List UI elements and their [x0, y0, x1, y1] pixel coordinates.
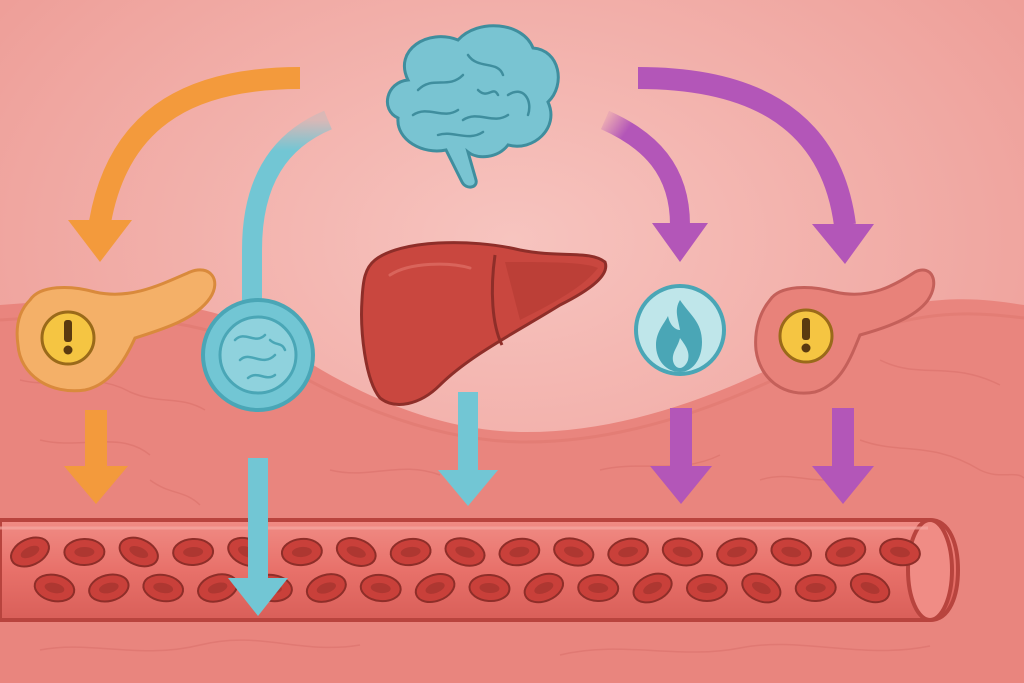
arrow-cyan-long-down: [228, 458, 288, 616]
red-blood-cell: [88, 573, 130, 603]
arrow-orange-down: [64, 410, 128, 504]
red-blood-cell: [685, 574, 728, 602]
red-blood-cell: [142, 573, 185, 603]
red-blood-cell: [741, 572, 782, 604]
red-blood-cell: [716, 537, 758, 567]
red-blood-cell: [414, 572, 456, 604]
arrow-purple-large-curve: [637, 67, 874, 264]
arrow-purple-fire-down: [650, 408, 712, 504]
pancreas-right: [754, 268, 936, 395]
exclamation-icon: [778, 308, 834, 364]
red-blood-cell: [849, 572, 891, 604]
arrow-orange-curve: [68, 67, 301, 262]
arrow-purple-small-curve: [600, 110, 708, 262]
red-blood-cell: [33, 573, 76, 603]
red-blood-cell: [770, 537, 813, 567]
red-blood-cell: [63, 537, 106, 567]
red-blood-cell: [359, 573, 402, 603]
red-blood-cell: [498, 537, 541, 567]
liver-icon: [360, 241, 608, 406]
arrow-purple-pancreas-down: [812, 408, 874, 504]
red-blood-cell: [825, 537, 867, 567]
pancreas-left: [15, 268, 217, 393]
red-blood-cell: [280, 537, 323, 567]
red-blood-cell: [197, 573, 239, 603]
red-blood-cell: [389, 537, 432, 567]
red-blood-cell: [10, 536, 50, 568]
red-blood-cell: [794, 573, 837, 603]
red-blood-cell: [305, 573, 347, 603]
red-blood-cell: [553, 537, 595, 567]
brain-icon: [386, 24, 560, 189]
exclamation-icon: [40, 310, 96, 366]
red-blood-cell: [523, 572, 565, 604]
arrow-cyan-liver-down: [438, 392, 498, 506]
fire-icon: [634, 284, 726, 376]
red-blood-cell: [661, 537, 704, 567]
arrow-cyan-curve: [242, 110, 333, 325]
red-blood-cell: [172, 537, 215, 567]
red-blood-cell: [577, 573, 620, 603]
red-blood-cell: [607, 537, 649, 567]
red-blood-cell: [879, 537, 921, 567]
red-blood-cell: [468, 573, 511, 603]
red-blood-cell: [444, 537, 486, 567]
red-blood-cell: [335, 537, 377, 567]
red-blood-cell: [632, 572, 673, 604]
blood-vessel-icon: [0, 518, 961, 622]
red-blood-cell: [118, 536, 159, 568]
fat-cell-icon: [201, 298, 315, 412]
